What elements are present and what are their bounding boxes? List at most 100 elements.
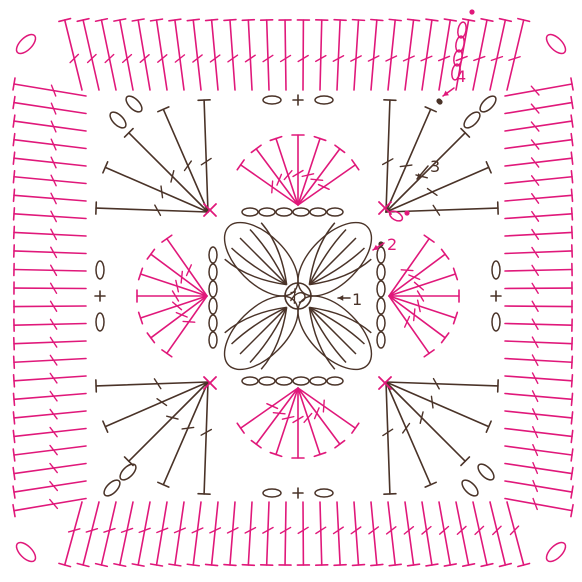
double-crochet: [337, 20, 340, 90]
stitch-top-bar: [151, 19, 163, 21]
stitch-top-bar: [14, 393, 15, 405]
double-crochet: [276, 139, 298, 205]
double-crochet: [14, 411, 86, 418]
stitch-top-bar: [352, 423, 359, 433]
double-crochet: [505, 232, 572, 236]
stitch-top-bar: [571, 486, 573, 498]
double-crochet: [14, 140, 86, 149]
double-crochet: [96, 208, 208, 212]
double-crochet: [298, 388, 320, 454]
double-crochet: [285, 502, 286, 565]
stitch-top-bar: [571, 152, 572, 164]
stitch-slash: [277, 174, 281, 185]
double-crochet: [14, 429, 86, 437]
stitch-top-bar: [169, 19, 181, 21]
double-crochet: [505, 324, 572, 326]
double-crochet: [212, 20, 218, 90]
double-crochet: [386, 382, 431, 485]
double-crochet: [230, 20, 235, 90]
stitch-top-bar: [13, 97, 15, 109]
double-crochet: [505, 251, 572, 254]
stitch-top-bar: [14, 375, 15, 387]
arrow-head: [338, 295, 343, 301]
double-crochet: [505, 214, 572, 219]
chain-stitch: [276, 208, 292, 216]
stitch-top-bar: [114, 19, 126, 21]
stitch-top-bar: [13, 486, 15, 498]
double-crochet: [505, 270, 572, 272]
double-crochet: [83, 502, 99, 565]
stitch-top-bar: [162, 350, 172, 357]
double-crochet: [505, 394, 572, 400]
double-crochet: [473, 20, 487, 90]
stitch-top-bar: [571, 189, 572, 201]
chain-stitch: [310, 208, 326, 216]
double-crochet: [241, 388, 298, 428]
double-crochet: [14, 84, 86, 96]
chain-stitch: [377, 264, 385, 280]
stitch-top-bar: [14, 189, 15, 201]
double-crochet: [105, 382, 208, 427]
double-crochet: [14, 121, 86, 131]
double-crochet: [14, 232, 86, 236]
stitch-top-bar: [224, 565, 236, 566]
stitch-top-bar: [389, 19, 401, 20]
chain-stitch: [315, 96, 333, 104]
double-crochet: [65, 502, 82, 565]
stitch-top-bar: [14, 226, 15, 238]
stitch-top-bar: [237, 160, 244, 170]
stitch-top-bar: [13, 449, 14, 461]
double-crochet: [204, 100, 208, 212]
chain-stitch: [209, 264, 217, 280]
stitch-top-bar: [572, 356, 573, 368]
double-crochet: [505, 341, 572, 344]
double-crochet: [298, 149, 340, 205]
double-crochet: [505, 158, 572, 166]
stitch-top-bar: [13, 115, 15, 127]
double-crochet: [386, 382, 465, 461]
stitch-top-bar: [14, 208, 15, 220]
double-crochet: [141, 296, 207, 318]
double-crochet: [386, 382, 498, 386]
double-crochet: [490, 20, 505, 90]
double-crochet: [241, 165, 298, 205]
double-crochet: [14, 270, 86, 272]
chain-stitch: [543, 539, 568, 564]
round-3-label: 3: [430, 157, 440, 176]
double-crochet: [167, 296, 207, 353]
round-4-label: 4: [456, 67, 466, 86]
double-crochet: [439, 20, 450, 90]
double-crochet: [386, 133, 465, 212]
stitch-top-bar: [571, 505, 573, 517]
stitch-top-bar: [352, 20, 364, 21]
double-crochet: [505, 499, 572, 511]
stitch-top-bar: [424, 350, 434, 357]
stitch-top-bar: [571, 97, 573, 109]
stitch-top-bar: [571, 468, 573, 480]
chain-stitch: [209, 281, 217, 297]
stitch-slash: [323, 400, 324, 412]
double-crochet: [422, 20, 432, 90]
double-crochet: [389, 296, 429, 353]
double-crochet: [505, 140, 572, 149]
chain-stitch: [293, 208, 309, 216]
double-crochet: [14, 394, 86, 400]
stitch-top-bar: [442, 333, 449, 343]
round-2-label: 2: [387, 235, 397, 254]
chain-stitch: [209, 315, 217, 331]
stitch-slash: [272, 181, 273, 193]
double-crochet: [105, 167, 208, 212]
stitch-slash: [311, 179, 323, 180]
double-crochet: [267, 502, 269, 565]
stitch-top-bar: [251, 441, 261, 448]
chain-stitch: [96, 261, 104, 279]
arrow-head: [443, 91, 449, 96]
double-crochet: [14, 376, 86, 381]
double-crochet: [204, 382, 208, 494]
stitch-top-bar: [169, 564, 181, 566]
double-crochet: [14, 158, 86, 166]
stitch-top-bar: [335, 145, 345, 152]
stitch-top-bar: [444, 564, 456, 566]
double-crochet: [151, 254, 207, 296]
